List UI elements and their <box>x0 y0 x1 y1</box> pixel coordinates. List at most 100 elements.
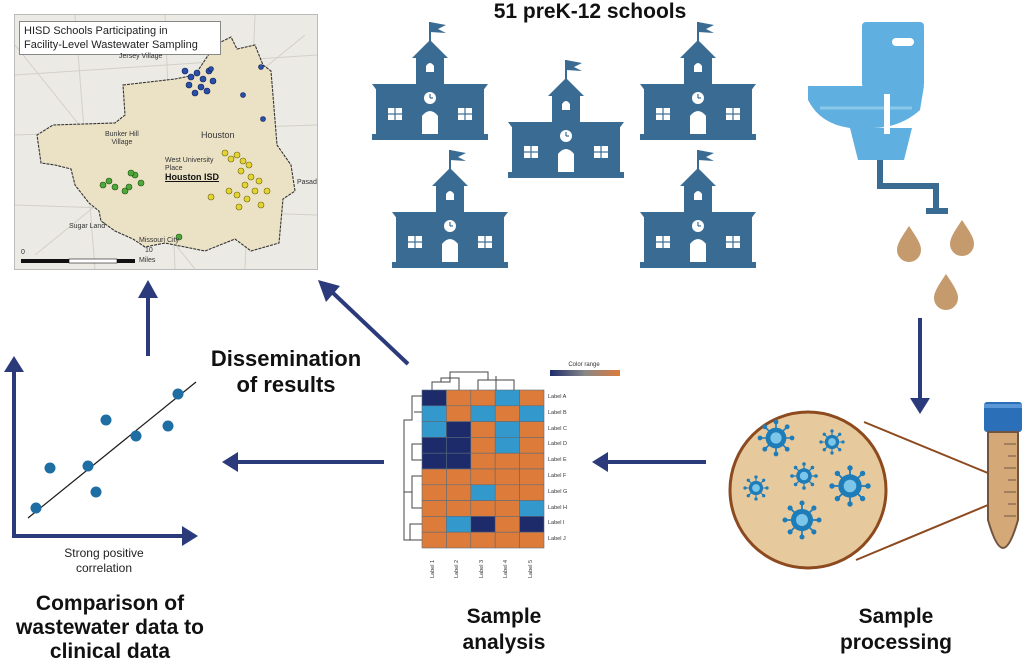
school-icon <box>639 21 757 141</box>
heatmap-cell <box>494 437 520 454</box>
correlation-caption: Strong positive correlation <box>64 546 144 575</box>
heatmap-cell <box>470 531 496 549</box>
heatmap-cell <box>421 484 447 501</box>
heatmap-cell <box>470 452 496 470</box>
map-scale-bar <box>21 258 135 264</box>
arrow-left-processing-to-analysis <box>592 452 706 472</box>
map-label-houston-isd: Houston ISD <box>165 172 219 182</box>
heatmap-cell <box>446 437 472 454</box>
heatmap-cell <box>519 437 545 454</box>
heatmap-cell <box>494 389 520 407</box>
heatmap-row-label: Label F <box>548 473 567 479</box>
map-label-jersey-village: Jersey Village <box>119 53 163 60</box>
heatmap-cell <box>470 405 496 422</box>
heatmap-cell <box>446 500 472 517</box>
school-icon <box>391 149 509 269</box>
heatmap-dendrogram <box>403 371 515 541</box>
virus-icon <box>828 464 872 508</box>
pipe-icon <box>877 160 939 212</box>
correlation-scatter <box>4 356 198 546</box>
heatmap-cell <box>470 484 496 501</box>
map-label-sugar-land: Sugar Land <box>69 223 106 230</box>
heatmap-row-label: Label C <box>548 425 567 432</box>
heatmap-cell <box>421 500 447 517</box>
map-scale-zero: 0 <box>21 249 25 256</box>
map-label-west-university: West University Place <box>165 157 214 172</box>
heatmap-row-label: Label E <box>548 457 567 464</box>
heatmap-cell <box>421 468 447 486</box>
heatmap-row-label: Label H <box>548 504 567 511</box>
heatmap-cell <box>421 421 447 438</box>
heatmap-cell <box>494 516 520 533</box>
heatmap-color-range-label: Color range <box>568 362 600 368</box>
heatmap-cell <box>519 421 545 438</box>
heatmap-col-label: Label 4 <box>503 559 510 578</box>
heatmap-cell <box>494 500 520 517</box>
heatmap-col-label: Label 3 <box>478 559 485 578</box>
virus-icon <box>742 474 770 502</box>
heatmap-cell <box>421 405 447 422</box>
heatmap-row-label: Label I <box>548 520 565 527</box>
sample-tube-icon <box>984 402 1022 550</box>
magnified-sample <box>728 410 1001 570</box>
map-label-pasadena: Pasade <box>297 179 317 186</box>
virus-icon <box>818 428 846 456</box>
heatmap-cell <box>446 516 472 533</box>
map-scale-ten: 10 <box>145 247 153 254</box>
arrow-down <box>910 318 930 414</box>
heatmap-cell <box>470 437 496 454</box>
heatmap-cell <box>519 516 545 533</box>
heatmap-cell <box>446 389 472 407</box>
district-map: HISD Schools Participating in Facility-L… <box>14 14 318 270</box>
heatmap-cell <box>421 531 447 549</box>
heatmap-cell <box>494 484 520 501</box>
heatmap-cell <box>446 405 472 422</box>
heatmap-grid <box>421 389 545 549</box>
heatmap-col-label: Label 5 <box>527 559 534 578</box>
heatmap-cell <box>421 389 447 407</box>
heatmap-row-label: Label G <box>548 488 568 495</box>
heatmap-cell <box>519 484 545 501</box>
school-icon <box>371 21 489 141</box>
map-label-houston: Houston <box>201 130 235 140</box>
heatmap-cell <box>470 516 496 533</box>
arrow-left-analysis-to-comparison <box>222 452 384 472</box>
comparison-label: Comparison of wastewater data to clinica… <box>16 592 204 663</box>
heatmap-cell <box>446 531 472 549</box>
droplet-icon <box>934 274 958 310</box>
heatmap-cell <box>494 531 520 549</box>
heatmap-cell <box>494 468 520 486</box>
heatmap-cell <box>446 452 472 470</box>
virus-icon <box>789 461 819 491</box>
heatmap-col-label: Label 2 <box>454 559 461 578</box>
schools-north <box>181 64 266 122</box>
heatmap-cell <box>470 500 496 517</box>
arrow-up-to-map <box>138 280 158 356</box>
map-title: HISD Schools Participating in Facility-L… <box>19 21 221 55</box>
dissemination-label: Dissemination of results <box>210 346 362 397</box>
heatmap-cell <box>446 421 472 438</box>
schools-central <box>207 149 271 211</box>
heatmap-cell <box>519 405 545 422</box>
map-graphic <box>15 15 317 269</box>
heatmap-row-label: Label D <box>548 441 567 448</box>
virus-icon <box>781 499 823 541</box>
map-label-missouri-city: Missouri City <box>139 237 180 244</box>
schools-title: 51 preK-12 schools <box>493 0 687 23</box>
heatmap-cell <box>446 468 472 486</box>
pipe-valve <box>926 208 948 214</box>
map-scale-miles: Miles <box>139 257 156 264</box>
heatmap-row-label: Label B <box>548 409 567 416</box>
arrow-diagonal-to-map <box>318 280 410 366</box>
heatmap-row-label: Label A <box>548 394 567 400</box>
heatmap-cell <box>519 531 545 549</box>
map-label-bunker-hill: Bunker Hill Village <box>105 131 139 146</box>
heatmap-cell <box>494 421 520 438</box>
heatmap-cell <box>470 468 496 486</box>
droplet-icon <box>897 226 921 262</box>
heatmap-cell <box>519 389 545 407</box>
analysis-label: Sample analysis <box>462 605 546 654</box>
heatmap-cell <box>421 437 447 454</box>
school-icon <box>639 149 757 269</box>
heatmap-cell <box>519 468 545 486</box>
